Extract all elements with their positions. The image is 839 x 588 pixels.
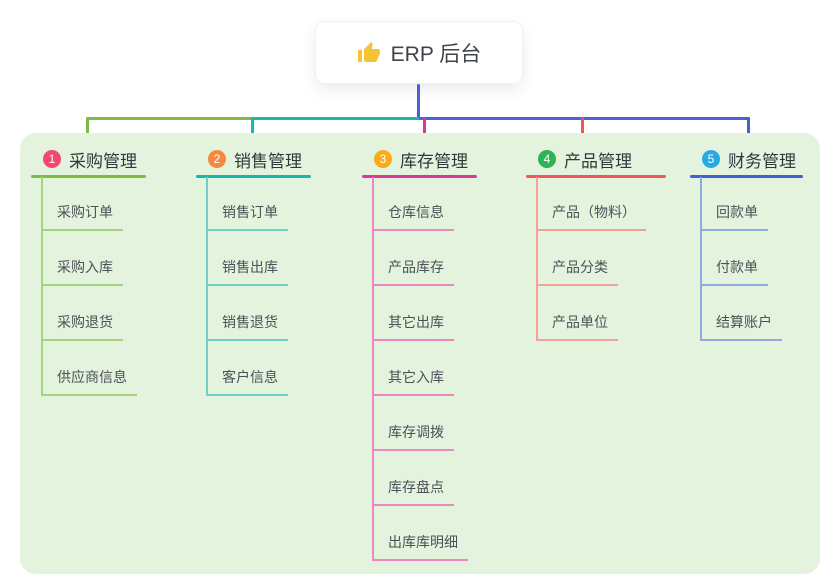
branch-children: 产品（物料） 产品分类 产品单位 bbox=[536, 176, 646, 341]
branch-title-inventory[interactable]: 3 库存管理 bbox=[362, 148, 477, 171]
child-node[interactable]: 供应商信息 bbox=[41, 367, 137, 396]
child-node[interactable]: 产品分类 bbox=[536, 257, 618, 286]
branch-child-spine bbox=[372, 177, 374, 561]
connector-bus-segment-1 bbox=[86, 117, 254, 120]
branch-underline bbox=[31, 175, 146, 178]
child-node[interactable]: 客户信息 bbox=[206, 367, 288, 396]
connector-drop-sales bbox=[251, 117, 254, 145]
branch-child-spine bbox=[700, 177, 702, 341]
child-node[interactable]: 销售退货 bbox=[206, 312, 288, 341]
child-node[interactable]: 采购订单 bbox=[41, 202, 123, 231]
child-node[interactable]: 库存盘点 bbox=[372, 477, 454, 506]
connector-bus-segment-2 bbox=[253, 117, 420, 120]
child-node[interactable]: 仓库信息 bbox=[372, 202, 454, 231]
branch-title-procurement[interactable]: 1 采购管理 bbox=[31, 148, 146, 171]
branch-index-badge: 5 bbox=[702, 150, 720, 168]
branch-children: 采购订单 采购入库 采购退货 供应商信息 bbox=[41, 176, 137, 396]
branch-title-sales[interactable]: 2 销售管理 bbox=[196, 148, 311, 171]
branch-children: 销售订单 销售出库 销售退货 客户信息 bbox=[206, 176, 288, 396]
connector-drop-finance bbox=[747, 117, 750, 145]
child-node[interactable]: 采购入库 bbox=[41, 257, 123, 286]
root-title: ERP 后台 bbox=[390, 42, 482, 66]
branch-child-spine bbox=[206, 177, 208, 396]
branch-index-badge: 4 bbox=[538, 150, 556, 168]
child-node[interactable]: 其它入库 bbox=[372, 367, 454, 396]
branch-underline bbox=[362, 175, 477, 178]
branch-finance: 5 财务管理 回款单 付款单 结算账户 bbox=[690, 148, 803, 341]
branch-label: 产品管理 bbox=[564, 151, 632, 171]
connector-drop-inventory bbox=[423, 117, 426, 145]
connector-bus-segment-3 bbox=[419, 117, 750, 120]
child-node[interactable]: 产品（物料） bbox=[536, 202, 646, 231]
branch-inventory: 3 库存管理 仓库信息 产品库存 其它出库 其它入库 库存调拨 库存盘点 出库库… bbox=[362, 148, 477, 561]
child-node[interactable]: 其它出库 bbox=[372, 312, 454, 341]
child-node[interactable]: 销售订单 bbox=[206, 202, 288, 231]
branch-underline bbox=[690, 175, 803, 178]
branch-label: 库存管理 bbox=[400, 151, 468, 171]
child-node[interactable]: 回款单 bbox=[700, 202, 768, 231]
branch-underline bbox=[526, 175, 666, 178]
branch-children: 仓库信息 产品库存 其它出库 其它入库 库存调拨 库存盘点 出库库明细 bbox=[372, 176, 468, 561]
child-node[interactable]: 采购退货 bbox=[41, 312, 123, 341]
connector-root-stem bbox=[417, 84, 420, 120]
branch-index-badge: 3 bbox=[374, 150, 392, 168]
child-node[interactable]: 产品单位 bbox=[536, 312, 618, 341]
branch-label: 销售管理 bbox=[234, 151, 302, 171]
branch-child-spine bbox=[41, 177, 43, 396]
connector-drop-procurement bbox=[86, 117, 89, 145]
branch-title-finance[interactable]: 5 财务管理 bbox=[690, 148, 803, 171]
branch-children: 回款单 付款单 结算账户 bbox=[700, 176, 782, 341]
branch-child-spine bbox=[536, 177, 538, 341]
branch-index-badge: 1 bbox=[43, 150, 61, 168]
thumbs-up-icon bbox=[357, 41, 380, 62]
branches-panel bbox=[20, 133, 820, 574]
child-node[interactable]: 产品库存 bbox=[372, 257, 454, 286]
connector-drop-product bbox=[581, 117, 584, 145]
branch-underline bbox=[196, 175, 311, 178]
child-node[interactable]: 结算账户 bbox=[700, 312, 782, 341]
root-node[interactable]: ERP 后台 bbox=[315, 21, 523, 84]
branch-procurement: 1 采购管理 采购订单 采购入库 采购退货 供应商信息 bbox=[31, 148, 146, 396]
child-node[interactable]: 付款单 bbox=[700, 257, 768, 286]
branch-product: 4 产品管理 产品（物料） 产品分类 产品单位 bbox=[526, 148, 666, 341]
branch-title-product[interactable]: 4 产品管理 bbox=[526, 148, 666, 171]
child-node[interactable]: 出库库明细 bbox=[372, 532, 468, 561]
child-node[interactable]: 库存调拨 bbox=[372, 422, 454, 451]
child-node[interactable]: 销售出库 bbox=[206, 257, 288, 286]
branch-label: 采购管理 bbox=[69, 151, 137, 171]
branch-label: 财务管理 bbox=[728, 151, 796, 171]
branch-index-badge: 2 bbox=[208, 150, 226, 168]
branch-sales: 2 销售管理 销售订单 销售出库 销售退货 客户信息 bbox=[196, 148, 311, 396]
